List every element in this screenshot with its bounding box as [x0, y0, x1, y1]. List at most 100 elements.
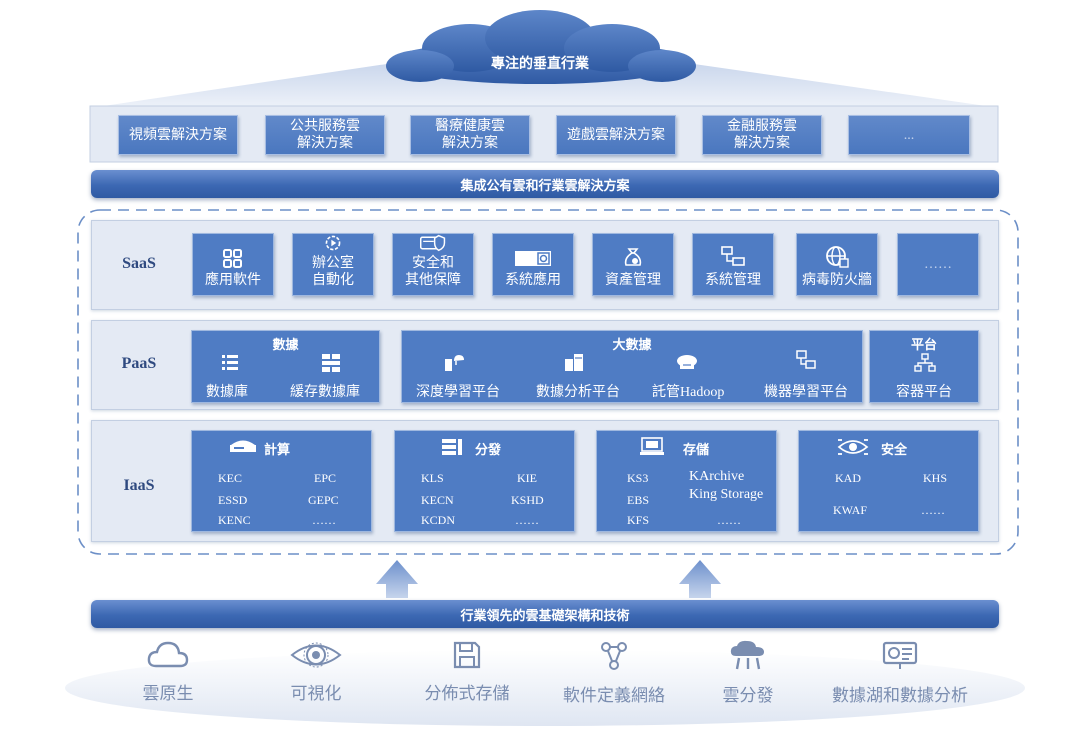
money-bag-icon: [624, 248, 642, 266]
iaas-item: KAD: [835, 471, 861, 485]
iaas-compute-title: 計算: [264, 442, 291, 457]
network-computers-icon: [721, 246, 745, 266]
gear-play-icon: [325, 235, 341, 251]
server-rack-icon: [442, 439, 462, 455]
saas-asset-management: 資產管理: [592, 233, 674, 296]
tech-label: 雲原生: [142, 684, 194, 703]
paas-cache-database-item: 緩存數據庫: [290, 385, 360, 400]
paas-bigdata-group: 大數據 深度學習平台 數據分析平台 託管Hadoop 機器學習平台: [401, 330, 863, 403]
iaas-distribution-title: 分發: [475, 442, 502, 457]
cloud-icon: [386, 10, 696, 84]
iaas-item: GEPC: [308, 493, 339, 507]
solution-public-service-cloud: 公共服務雲 解決方案: [265, 115, 385, 155]
saas-label: SaaS: [122, 255, 156, 272]
iaas-item: KHS: [923, 471, 948, 485]
tech-software-defined-network: 軟件定義網絡: [539, 640, 689, 706]
apps-grid-icon: [223, 249, 242, 268]
tech-distributed-storage: 分佈式存儲: [392, 640, 542, 704]
container-hierarchy-icon: [914, 353, 936, 372]
paas-database-title: 數據: [272, 337, 299, 352]
server-icon: [230, 440, 256, 452]
iaas-item: KEC: [218, 471, 242, 485]
paas-label: PaaS: [121, 355, 157, 372]
tech-cloud-native: 雲原生: [93, 640, 243, 704]
saas-security: 安全和 其他保障: [392, 233, 474, 296]
paas-platform-title: 平台: [910, 337, 937, 352]
iaas-item: KSHD: [511, 493, 544, 507]
saas-more: ……: [897, 233, 979, 296]
paas-database-group: 數據 數據庫 緩存數據庫: [191, 330, 380, 403]
cache-server-icon: [322, 354, 340, 372]
saas-antivirus-firewall: 病毒防火牆: [796, 233, 878, 296]
network-nodes-icon: [601, 642, 627, 670]
iaas-item: ……: [515, 513, 539, 527]
foundation-band: 行業領先的雲基礎架構和技術: [91, 600, 999, 628]
iaas-label: IaaS: [123, 477, 155, 494]
eye-icon: [290, 642, 342, 668]
iaas-item: ESSD: [218, 493, 248, 507]
database-list-icon: [222, 355, 238, 370]
vertical-industries-header: [89, 10, 1000, 163]
iaas-item: KENC: [218, 513, 251, 527]
machine-learning-icon: [796, 350, 816, 369]
iaas-storage-group: 存儲 KS3 EBS KFS KArchive King Storage ……: [596, 430, 777, 532]
saas-system-app: 系統應用: [492, 233, 574, 296]
eye-target-icon: [837, 439, 869, 455]
up-arrow-icon: [679, 560, 721, 598]
tech-cloud-distribution: 雲分發: [673, 640, 823, 706]
tech-label: 可視化: [290, 684, 342, 703]
iaas-security-group: 安全 KAD KWAF KHS ……: [798, 430, 979, 532]
paas-container-item: 容器平台: [896, 385, 952, 400]
iaas-item: KFS: [627, 513, 650, 527]
iaas-item: KS3: [627, 471, 649, 485]
tech-label: 軟件定義網絡: [563, 686, 665, 705]
iaas-item: EBS: [627, 493, 650, 507]
up-arrow-icon: [376, 560, 418, 598]
saas-system-management: 系統管理: [692, 233, 774, 296]
tech-label: 分佈式存儲: [424, 684, 510, 703]
iaas-compute-group: 計算 KEC ESSD KENC EPC GEPC ……: [191, 430, 372, 532]
paas-platform-group: 平台 容器平台: [869, 330, 979, 403]
iaas-item: ……: [312, 513, 336, 527]
solution-healthcare-cloud: 醫療健康雲 解決方案: [410, 115, 530, 155]
storage-drive-icon: [640, 437, 664, 455]
paas-data-analysis-item: 數據分析平台: [536, 385, 620, 400]
cloud-distribution-icon: [730, 640, 764, 670]
iaas-item: KIE: [517, 471, 537, 485]
solution-more: ...: [848, 115, 970, 155]
solution-finance-cloud: 金融服務雲 解決方案: [702, 115, 822, 155]
iaas-item: EPC: [314, 471, 337, 485]
solution-game-cloud: 遊戲雲解決方案: [556, 115, 676, 155]
globe-shield-icon: [826, 246, 849, 268]
deep-learning-icon: [445, 355, 464, 371]
iaas-item: KECN: [421, 493, 454, 507]
paas-hadoop-item: 託管Hadoop: [652, 385, 725, 400]
iaas-distribution-group: 分發 KLS KECN KCDN KIE KSHD ……: [394, 430, 575, 532]
floppy-disk-icon: [453, 641, 481, 669]
paas-database-item: 數據庫: [206, 385, 248, 400]
iaas-item: ……: [717, 513, 741, 527]
integration-band: 集成公有雲和行業雲解決方案: [91, 170, 999, 198]
solution-video-cloud: 視頻雲解決方案: [118, 115, 238, 155]
shield-card-icon: [419, 234, 446, 252]
tech-label: 數據湖和數據分析: [832, 686, 968, 705]
cloud-label: 專注的垂直行業: [491, 55, 589, 71]
iaas-item: ……: [921, 503, 945, 517]
data-analysis-icon: [565, 354, 583, 371]
iaas-security-title: 安全: [881, 442, 908, 457]
tech-visualization: 可視化: [241, 640, 391, 704]
iaas-item: KCDN: [421, 513, 456, 527]
tech-data-lake-analytics: 數據湖和數據分析: [810, 640, 990, 706]
hadoop-cloud-icon: [677, 355, 697, 369]
paas-deep-learning-item: 深度學習平台: [416, 385, 500, 400]
cloud-outline-icon: [147, 641, 189, 668]
saas-office-automation: 辦公室 自動化: [292, 233, 374, 296]
iaas-item: KArchive: [689, 469, 745, 484]
tech-label: 雲分發: [722, 686, 774, 705]
saas-app-software: 應用軟件: [192, 233, 274, 296]
data-board-icon: [882, 641, 918, 669]
iaas-storage-title: 存儲: [683, 442, 710, 457]
